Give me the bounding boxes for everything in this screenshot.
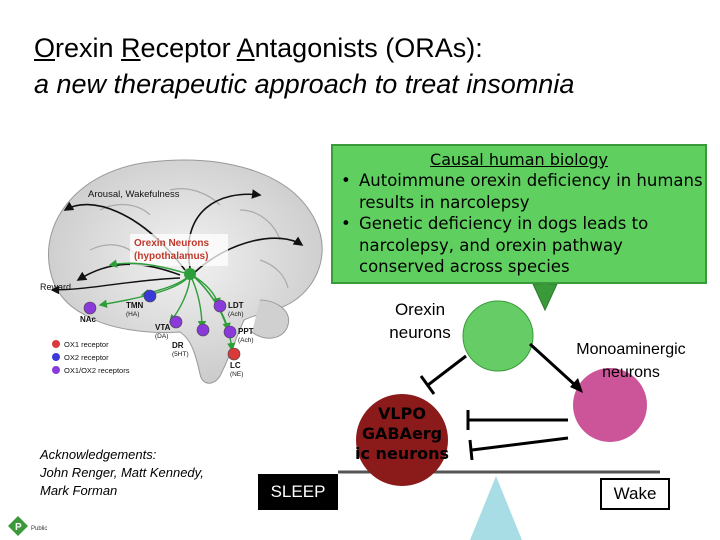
reward-label: Reward [40,282,71,292]
svg-text:DR: DR [172,341,184,350]
title-line-2: a new therapeutic approach to treat inso… [34,69,575,99]
svg-text:(Ach): (Ach) [228,311,244,318]
svg-text:OX1 receptor: OX1 receptor [64,340,109,349]
brain-illustration: Arousal, Wakefulness Orexin Neurons (hyp… [40,159,323,384]
receptor-legend: OX1 receptor OX2 receptor OX1/OX2 recept… [48,336,148,380]
callout-down-arrow [532,279,558,312]
vta-node [169,315,183,329]
callout-heading: Causal human biology [430,150,608,169]
sleep-label-box: SLEEP [258,474,338,510]
svg-text:(5HT): (5HT) [172,351,189,358]
callout-bullet: Autoimmune orexin deficiency in humans r… [341,170,705,213]
callout-bullet: Genetic deficiency in dogs leads to narc… [341,213,705,278]
acknowledgements-heading: Acknowledgements: [40,447,157,462]
svg-text:Public: Public [31,526,47,532]
svg-text:PPT: PPT [238,327,254,336]
arousal-label: Arousal, Wakefulness [88,189,180,200]
svg-text:OX1/OX2 receptors: OX1/OX2 receptors [64,366,130,375]
orexin-neurons-circle [462,300,534,372]
svg-text:TMN: TMN [126,301,144,310]
acknowledgements-names: John Renger, Matt Kennedy, Mark Forman [40,465,204,498]
svg-text:NAc: NAc [80,315,97,324]
wake-label-box: Wake [600,478,670,510]
svg-text:(DA): (DA) [155,333,168,340]
seesaw-fulcrum [470,476,522,540]
svg-text:(NE): (NE) [230,371,243,378]
svg-text:VTA: VTA [155,323,171,332]
svg-text:P: P [15,522,22,533]
title-line-1: Orexin Receptor Antagonists (ORAs): [34,33,483,63]
ppt-node [223,325,237,339]
lc-node [227,347,241,361]
tmn-node [143,289,157,303]
svg-text:OX2 receptor: OX2 receptor [64,353,109,362]
vlpo-neurons-label: VLPO GABAerg ic neurons [355,404,449,463]
svg-text:LDT: LDT [228,301,244,310]
dr-node [196,323,210,337]
acknowledgements: Acknowledgements: John Renger, Matt Kenn… [40,446,210,500]
public-logo: P Public [8,516,47,536]
orexin-neurons-label: Orexin neurons [389,300,451,342]
svg-text:(HA): (HA) [126,311,139,318]
causal-biology-callout: Causal human biology Autoimmune orexin d… [331,144,707,284]
svg-text:LC: LC [230,361,241,370]
orexin-neurons-brain-label: Orexin Neurons [134,238,209,249]
svg-text:(hypothalamus): (hypothalamus) [134,251,208,262]
ldt-node [213,299,227,313]
slide-title: Orexin Receptor Antagonists (ORAs): a ne… [34,30,674,102]
nac-node [83,301,97,315]
monoaminergic-neurons-label: Monoaminergic neurons [576,341,686,381]
svg-text:(Ach): (Ach) [238,337,254,344]
